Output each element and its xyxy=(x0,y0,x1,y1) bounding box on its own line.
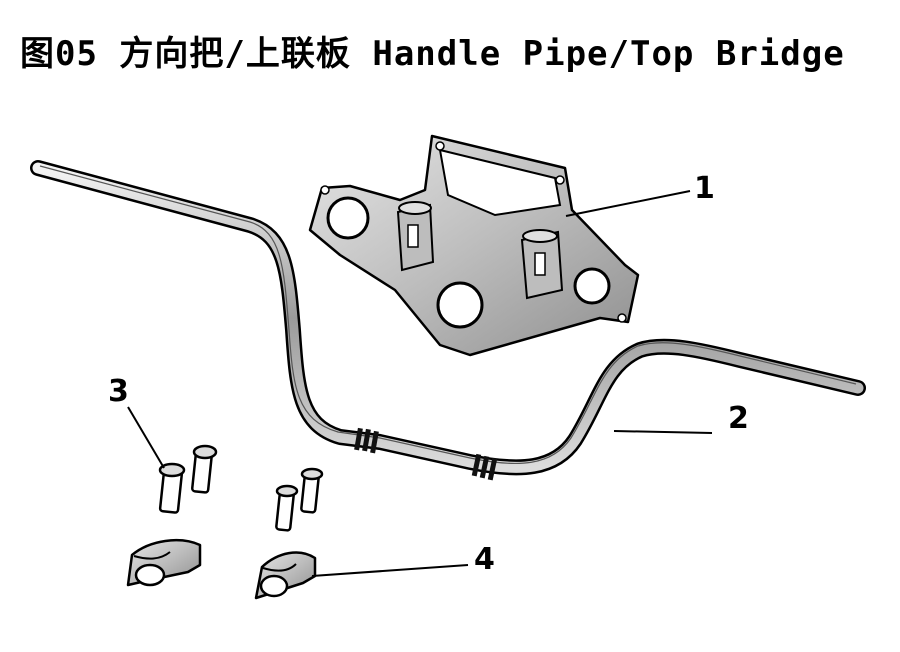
handle-pipe xyxy=(30,160,866,481)
bolt xyxy=(191,444,218,494)
bolt xyxy=(300,467,324,514)
bolt xyxy=(158,462,186,514)
pipe-marking-right xyxy=(471,453,498,481)
diagram-title: 图05 方向把/上联板 Handle Pipe/Top Bridge xyxy=(20,34,845,74)
handlebar-clamp xyxy=(126,539,202,587)
leader-line-2 xyxy=(613,430,713,434)
bolt-set-left xyxy=(158,444,218,514)
bolt-set-right xyxy=(275,467,324,532)
callout-number-2: 2 xyxy=(728,401,749,436)
leader-line-3 xyxy=(127,406,165,469)
top-bridge xyxy=(308,134,640,357)
leader-line-4 xyxy=(311,564,469,577)
pipe-marking-left xyxy=(354,427,379,454)
callout-number-1: 1 xyxy=(694,171,715,206)
handlebar-clamp xyxy=(254,551,317,600)
leader-line-1 xyxy=(565,190,691,217)
bolt xyxy=(275,484,299,532)
callout-number-3: 3 xyxy=(108,374,129,409)
callout-number-4: 4 xyxy=(474,542,495,577)
